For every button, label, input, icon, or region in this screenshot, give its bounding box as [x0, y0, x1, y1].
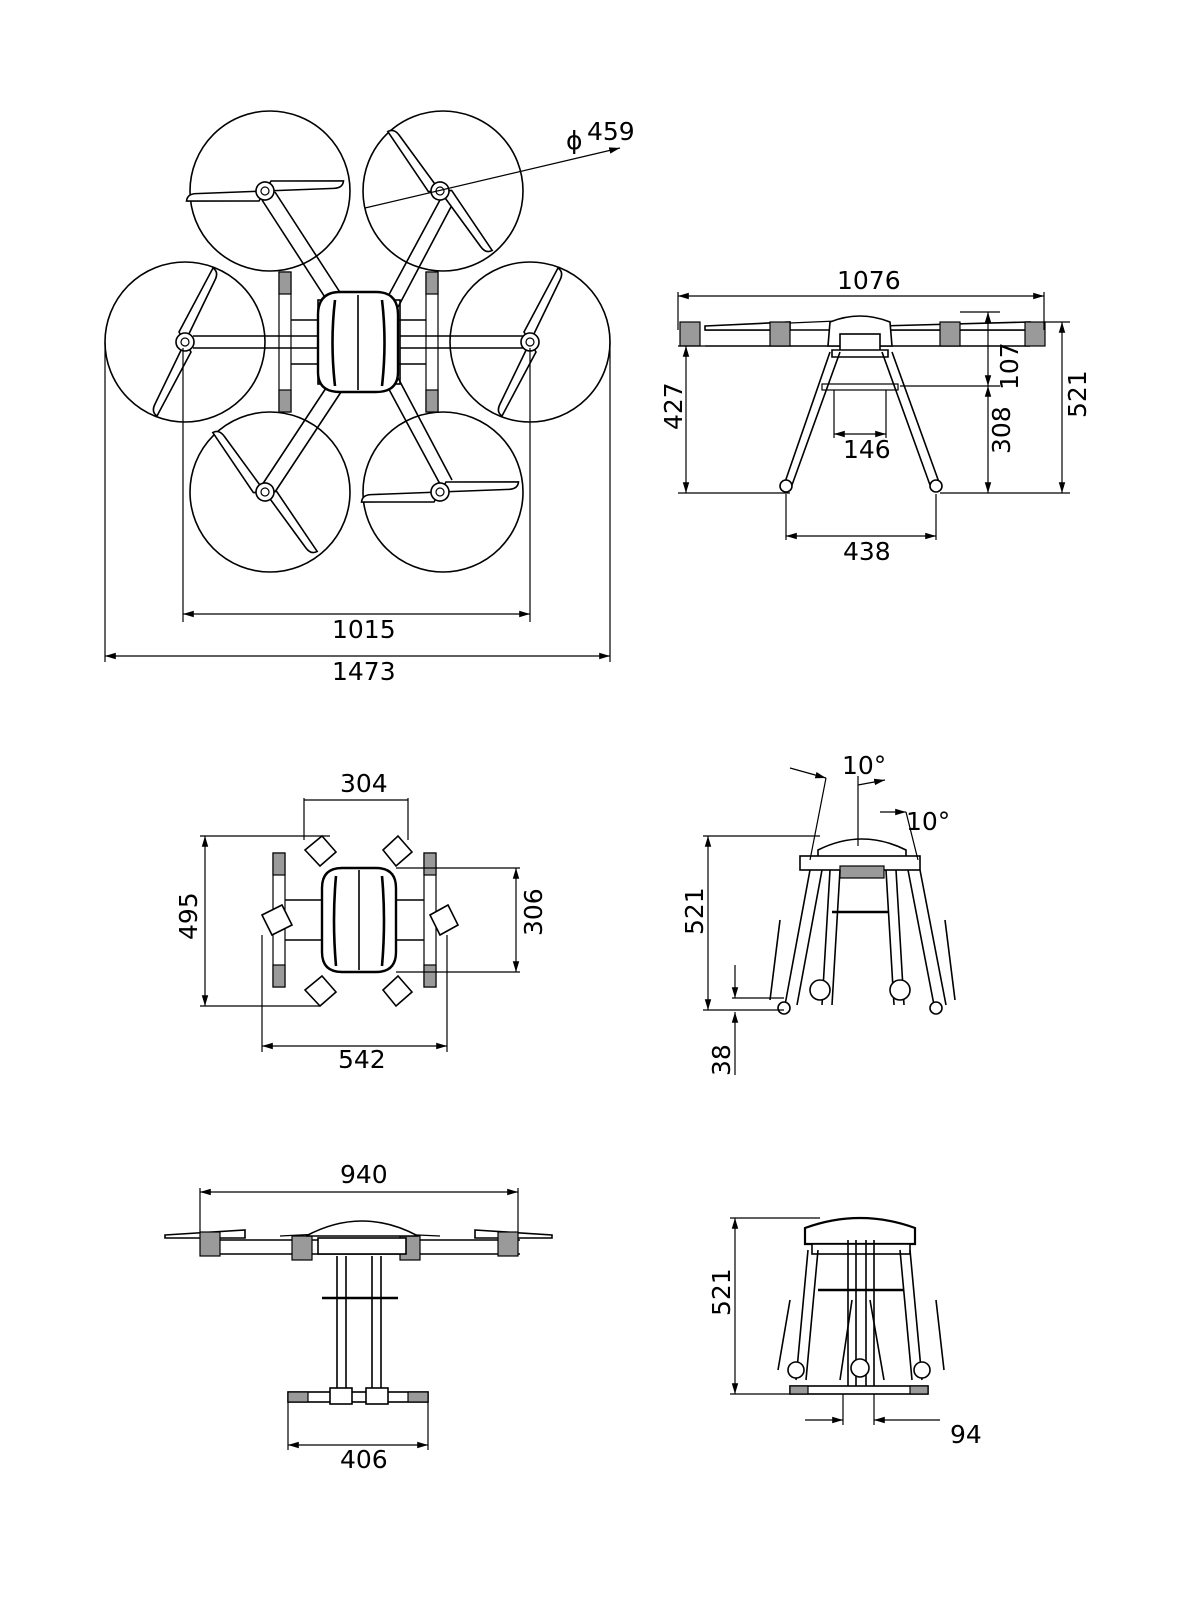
leg-spacing-label: 438: [843, 537, 891, 566]
prop-disc-bottom-left: [189, 411, 351, 573]
prop-disc-top-right: [362, 110, 524, 272]
overall-width-label: 1473: [332, 657, 396, 686]
tilt-angle-1-label: 10°: [842, 751, 886, 780]
side-arm-span-label: 940: [340, 1160, 388, 1189]
front-view-unfolded: 1076 427 146 107 308 521 438: [659, 266, 1092, 566]
prop-diameter-label: 459: [587, 117, 635, 146]
drone-body-top: [316, 290, 401, 394]
folded-motors: [260, 834, 460, 1008]
folded-legs: [272, 852, 437, 988]
width-label: 542: [338, 1045, 386, 1074]
drone-body-front: [821, 315, 899, 391]
propeller-bottom-left: [184, 428, 346, 556]
diameter-symbol: ϕ: [566, 126, 583, 155]
arm-span-label: 1076: [837, 266, 901, 295]
height-total-label: 521: [1063, 370, 1092, 418]
side-height-label: 521: [680, 887, 709, 935]
top-view-folded: 304 495 306 542: [174, 769, 548, 1074]
arm-offset-label: 107: [995, 342, 1024, 390]
propeller-bottom-right: [359, 428, 521, 556]
prop-diameter-leader: [364, 147, 621, 209]
folded-legs-side: [769, 869, 956, 1015]
front-view-side-arms: 940 406: [164, 1160, 553, 1474]
arm-root-width-label: 304: [340, 769, 388, 798]
propeller-top-left: [184, 127, 346, 255]
propeller-left: [152, 267, 218, 417]
propeller-top-right: [359, 127, 521, 255]
rear-spacing-label: 94: [950, 1420, 982, 1449]
motor-span-label: 1015: [332, 615, 396, 644]
rear-view-folded: 521 94: [707, 1216, 982, 1449]
top-view-unfolded: ϕ 459 1015 1473: [104, 110, 635, 686]
rear-height-label: 521: [707, 1268, 736, 1316]
body-width-label: 306: [519, 888, 548, 936]
side-view-folded: 10° 10° 521 38: [680, 751, 956, 1076]
height-left-label: 427: [659, 382, 688, 430]
length-label: 495: [174, 892, 203, 940]
folded-legs-rear: [777, 1240, 945, 1390]
landing-gear-top: [278, 271, 439, 413]
tilt-angle-2-label: 10°: [906, 807, 950, 836]
legs-front: [779, 351, 943, 493]
prop-disc-top-left: [189, 110, 351, 272]
drone-body-folded: [320, 866, 398, 974]
skid-width-label: 406: [340, 1445, 388, 1474]
arms: [193, 191, 523, 493]
center-width-label: 146: [843, 435, 891, 464]
leg-height-label: 308: [987, 406, 1016, 454]
prop-disc-bottom-right: [362, 411, 524, 573]
ground-clearance-label: 38: [707, 1044, 736, 1076]
motors-front: [679, 321, 1046, 347]
